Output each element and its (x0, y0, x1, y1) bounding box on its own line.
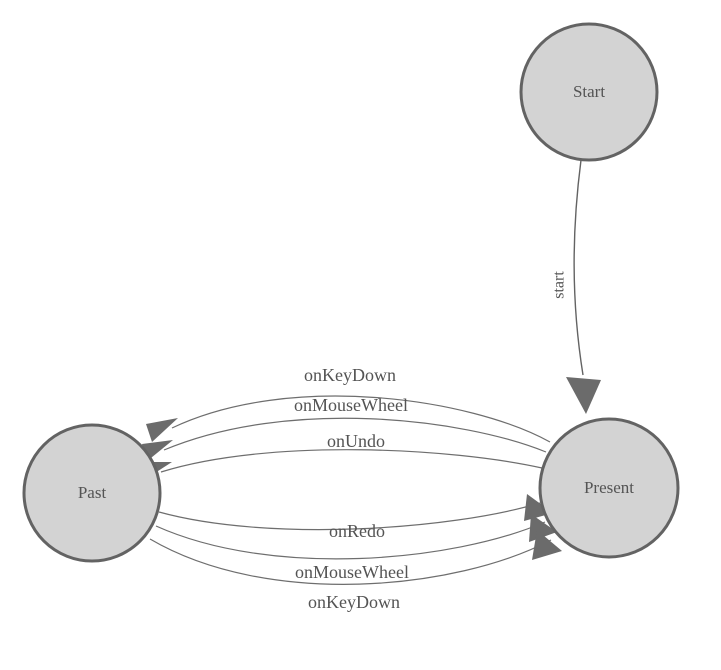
edge-start-present[interactable] (566, 159, 601, 414)
node-present[interactable]: Present (538, 417, 680, 559)
node-start-circle (519, 22, 659, 162)
arrowhead-into-present-2 (529, 514, 557, 542)
node-present-label: Present (584, 478, 634, 497)
edge-present-past-3-path (160, 449, 543, 473)
edge-label-onmousewheel-bottom: onMouseWheel (295, 562, 409, 582)
node-present-circle (538, 417, 680, 559)
edge-past-present-1-path (158, 502, 541, 531)
node-past-label: Past (78, 483, 107, 502)
node-past[interactable]: Past (22, 423, 162, 563)
edge-present-past-onkeydown[interactable] (146, 395, 551, 443)
arrowhead-into-present-3 (532, 530, 562, 560)
edge-present-past-1-path (171, 395, 551, 443)
edge-past-present-onkeydown[interactable] (149, 530, 562, 585)
edge-past-present-onmousewheel[interactable] (155, 514, 557, 560)
edge-label-onmousewheel-top: onMouseWheel (294, 395, 408, 415)
edge-label-onredo: onRedo (329, 521, 385, 541)
edge-past-present-2-path (155, 521, 546, 560)
node-past-circle (22, 423, 162, 563)
arrowhead-into-past-1 (146, 418, 178, 442)
edge-label-onundo: onUndo (327, 431, 385, 451)
edge-label-start: start (551, 271, 568, 299)
edge-present-past-2-path (163, 417, 547, 453)
edge-present-past-onundo[interactable] (143, 449, 543, 480)
node-start[interactable]: Start (519, 22, 659, 162)
edge-start-present-path (573, 159, 584, 376)
arrowhead-into-present-top (566, 377, 601, 414)
edge-label-onkeydown-top: onKeyDown (304, 365, 396, 385)
edge-label-onkeydown-bottom: onKeyDown (308, 592, 400, 612)
node-start-label: Start (573, 82, 605, 101)
edge-past-present-3-path (149, 538, 552, 585)
